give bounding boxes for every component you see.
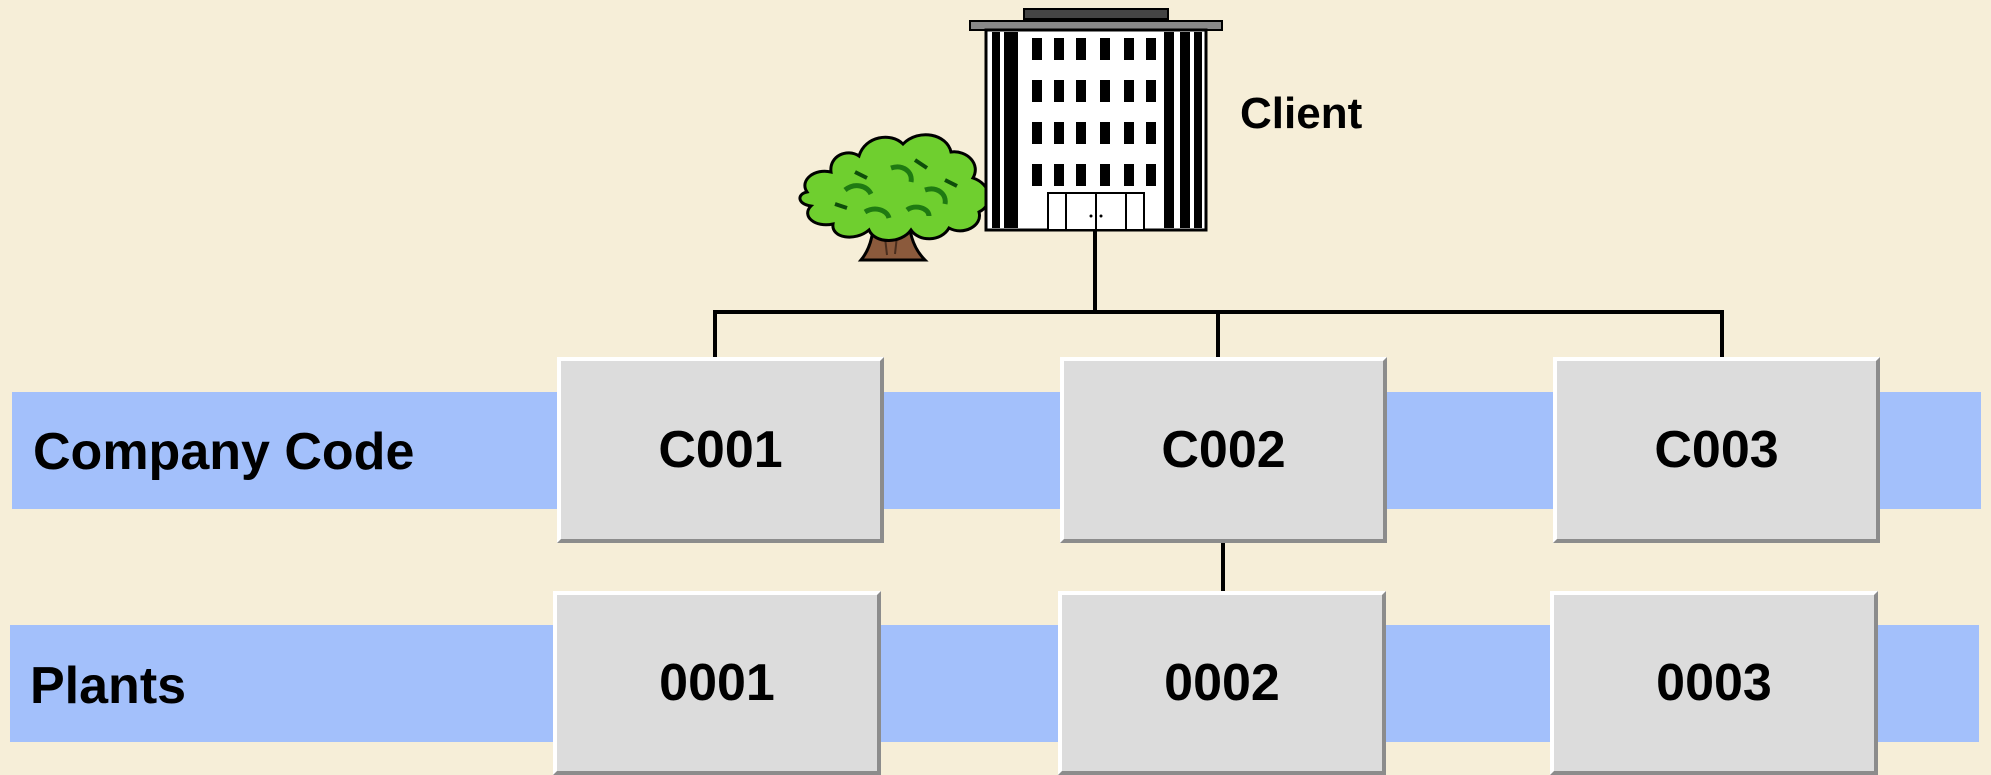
plant-label: 0002 <box>1164 654 1280 712</box>
plant-label: 0003 <box>1656 654 1772 712</box>
building-icon <box>969 8 1223 232</box>
company-code-label: C002 <box>1161 421 1286 479</box>
client-stem-line <box>1093 228 1097 314</box>
company-code-box-c003: C003 <box>1553 357 1880 543</box>
company-code-box-c002: C002 <box>1060 357 1387 543</box>
c001-drop-line <box>713 310 717 358</box>
c003-drop-line <box>1720 310 1724 358</box>
company-code-row-label: Company Code <box>33 423 415 481</box>
c002-drop-line <box>1216 310 1220 358</box>
tree-icon <box>798 133 991 262</box>
c002-to-0002-line <box>1221 540 1225 592</box>
client-label: Client <box>1240 89 1363 138</box>
company-code-box-c001: C001 <box>557 357 884 543</box>
company-code-label: C001 <box>658 421 783 479</box>
plants-row-label: Plants <box>30 657 187 715</box>
plant-label: 0001 <box>659 654 775 712</box>
plant-box-0002: 0002 <box>1058 591 1386 775</box>
company-code-label: C003 <box>1654 421 1779 479</box>
plant-box-0003: 0003 <box>1550 591 1878 775</box>
plant-box-0001: 0001 <box>553 591 881 775</box>
